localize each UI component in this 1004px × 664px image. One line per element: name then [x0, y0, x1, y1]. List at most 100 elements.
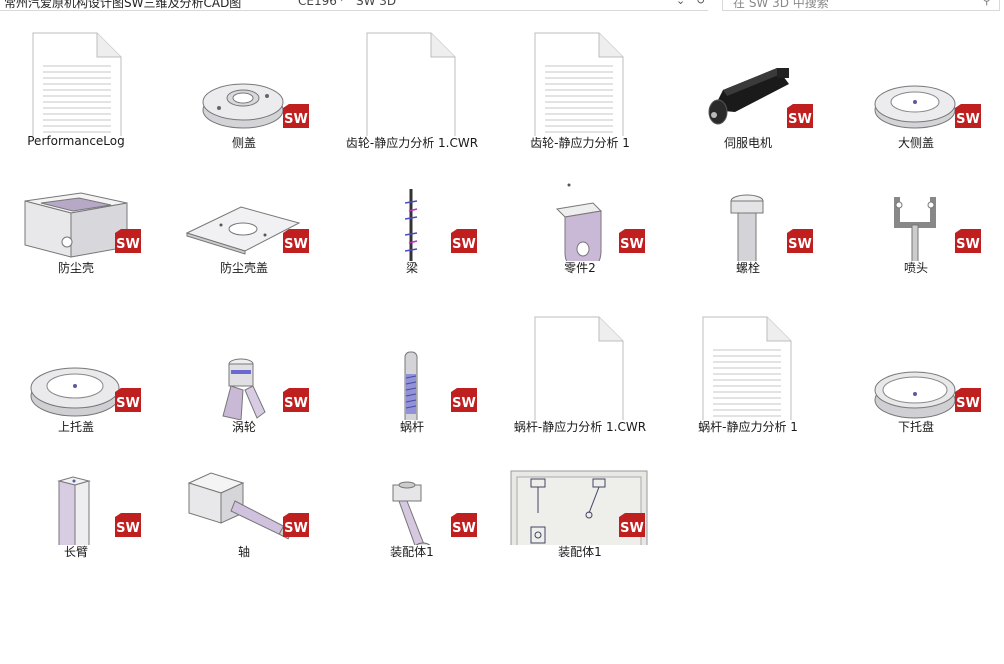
solidworks-badge-icon: SW: [451, 229, 477, 253]
svg-text:SW: SW: [452, 237, 476, 252]
file-name[interactable]: 涡轮: [231, 420, 256, 434]
file-name[interactable]: 蜗杆: [399, 420, 424, 434]
file-item[interactable]: SW 大侧盖: [833, 28, 999, 152]
nozzle-part-icon: SW: [833, 153, 999, 261]
svg-text:SW: SW: [956, 237, 980, 252]
solidworks-badge-icon: SW: [619, 229, 645, 253]
file-item[interactable]: SW 装配体1: [497, 437, 663, 561]
flange-part-icon: SW: [161, 28, 327, 136]
breadcrumb-current[interactable]: SW 3D: [356, 0, 397, 8]
svg-text:SW: SW: [116, 396, 140, 411]
ring-cover-icon: SW: [833, 28, 999, 136]
file-name[interactable]: 蜗杆-静应力分析 1.CWR: [513, 420, 647, 434]
chevron-right-icon: ›: [340, 0, 344, 5]
file-name[interactable]: 防尘壳: [57, 261, 94, 275]
file-name[interactable]: 齿轮-静应力分析 1.CWR: [345, 136, 479, 150]
file-name[interactable]: 齿轮-静应力分析 1: [530, 136, 630, 150]
plate-cover-icon: SW: [161, 153, 327, 261]
svg-text:SW: SW: [788, 112, 812, 127]
turbine-part-icon: SW: [161, 312, 327, 420]
file-item[interactable]: SW 梁: [329, 153, 495, 277]
file-item[interactable]: 蜗杆-静应力分析 1: [665, 312, 831, 436]
bracket-part-icon: SW: [497, 153, 663, 261]
search-input[interactable]: 在 SW 3D 中搜索 ⚲: [722, 0, 1000, 11]
solidworks-badge-icon: SW: [115, 229, 141, 253]
address-strip: 常州汽爱原机构设计图SW三维及分析CAD图 CE196 › SW 3D ⌄ ↻ …: [0, 0, 1004, 12]
solidworks-badge-icon: SW: [115, 513, 141, 537]
solidworks-badge-icon: SW: [115, 388, 141, 412]
file-name[interactable]: 下托盘: [897, 420, 934, 434]
svg-text:SW: SW: [116, 237, 140, 252]
svg-text:SW: SW: [284, 521, 308, 536]
solidworks-badge-icon: SW: [955, 388, 981, 412]
refresh-icon[interactable]: ↻: [696, 0, 706, 7]
file-name[interactable]: 蜗杆-静应力分析 1: [698, 420, 798, 434]
breadcrumb-root[interactable]: 常州汽爱原机构设计图SW三维及分析CAD图: [4, 0, 242, 10]
svg-text:SW: SW: [620, 521, 644, 536]
worm-part-icon: SW: [329, 312, 495, 420]
search-icon[interactable]: ⚲: [982, 0, 991, 7]
solidworks-badge-icon: SW: [955, 229, 981, 253]
file-name[interactable]: 防尘壳盖: [219, 261, 268, 275]
file-item[interactable]: SW 装配体1: [329, 437, 495, 561]
solidworks-badge-icon: SW: [283, 229, 309, 253]
file-name[interactable]: 零件2: [564, 261, 596, 275]
svg-text:SW: SW: [284, 112, 308, 127]
solidworks-badge-icon: SW: [619, 513, 645, 537]
breadcrumb-mid[interactable]: CE196: [298, 0, 337, 8]
chevron-down-icon[interactable]: ⌄: [676, 0, 686, 7]
solidworks-badge-icon: SW: [787, 229, 813, 253]
svg-text:SW: SW: [452, 396, 476, 411]
file-item[interactable]: PerformanceLog: [0, 28, 159, 152]
file-item[interactable]: SW 下托盘: [833, 312, 999, 436]
file-name[interactable]: 大侧盖: [897, 136, 934, 150]
file-name[interactable]: 轴: [237, 545, 250, 559]
solidworks-badge-icon: SW: [283, 388, 309, 412]
file-item[interactable]: 蜗杆-静应力分析 1.CWR: [497, 312, 663, 436]
solidworks-badge-icon: SW: [451, 513, 477, 537]
breadcrumb[interactable]: 常州汽爱原机构设计图SW三维及分析CAD图 CE196 › SW 3D: [0, 0, 708, 11]
file-item[interactable]: SW 螺栓: [665, 153, 831, 277]
file-item[interactable]: SW 伺服电机: [665, 28, 831, 152]
box-shell-icon: SW: [0, 153, 159, 261]
blank-document-icon: [329, 28, 495, 136]
lower-tray-icon: SW: [833, 312, 999, 420]
file-name[interactable]: 伺服电机: [723, 136, 772, 150]
file-item[interactable]: SW 防尘壳盖: [161, 153, 327, 277]
file-name[interactable]: 装配体1: [558, 545, 602, 559]
shaft-part-icon: SW: [161, 437, 327, 545]
svg-text:SW: SW: [956, 396, 980, 411]
servo-motor-icon: SW: [665, 28, 831, 136]
svg-text:SW: SW: [284, 237, 308, 252]
file-item[interactable]: SW 长臂: [0, 437, 159, 561]
file-name[interactable]: 梁: [405, 261, 418, 275]
file-item[interactable]: 齿轮-静应力分析 1.CWR: [329, 28, 495, 152]
file-name[interactable]: 喷头: [903, 261, 928, 275]
solidworks-badge-icon: SW: [283, 104, 309, 128]
long-arm-icon: SW: [0, 437, 159, 545]
svg-text:SW: SW: [788, 237, 812, 252]
file-item[interactable]: SW 蜗杆: [329, 312, 495, 436]
text-document-icon: [497, 28, 663, 136]
file-item[interactable]: SW 轴: [161, 437, 327, 561]
solidworks-badge-icon: SW: [451, 388, 477, 412]
file-item[interactable]: SW 侧盖: [161, 28, 327, 152]
file-name[interactable]: 侧盖: [231, 136, 256, 150]
file-item[interactable]: 齿轮-静应力分析 1: [497, 28, 663, 152]
file-name[interactable]: 装配体1: [390, 545, 434, 559]
file-item[interactable]: SW 零件2: [497, 153, 663, 277]
file-item[interactable]: SW 喷头: [833, 153, 999, 277]
file-item[interactable]: SW 涡轮: [161, 312, 327, 436]
file-item[interactable]: SW 防尘壳: [0, 153, 159, 277]
file-name[interactable]: 长臂: [63, 545, 88, 559]
upper-tray-cover-icon: SW: [0, 312, 159, 420]
file-item[interactable]: SW 上托盖: [0, 312, 159, 436]
assembly-icon: SW: [329, 437, 495, 545]
beam-part-icon: SW: [329, 153, 495, 261]
file-name[interactable]: 螺栓: [735, 261, 760, 275]
svg-text:SW: SW: [284, 396, 308, 411]
file-name[interactable]: 上托盖: [57, 420, 94, 434]
file-name[interactable]: PerformanceLog: [27, 134, 125, 148]
solidworks-badge-icon: SW: [787, 104, 813, 128]
drawing-sheet-icon: SW: [497, 437, 663, 545]
